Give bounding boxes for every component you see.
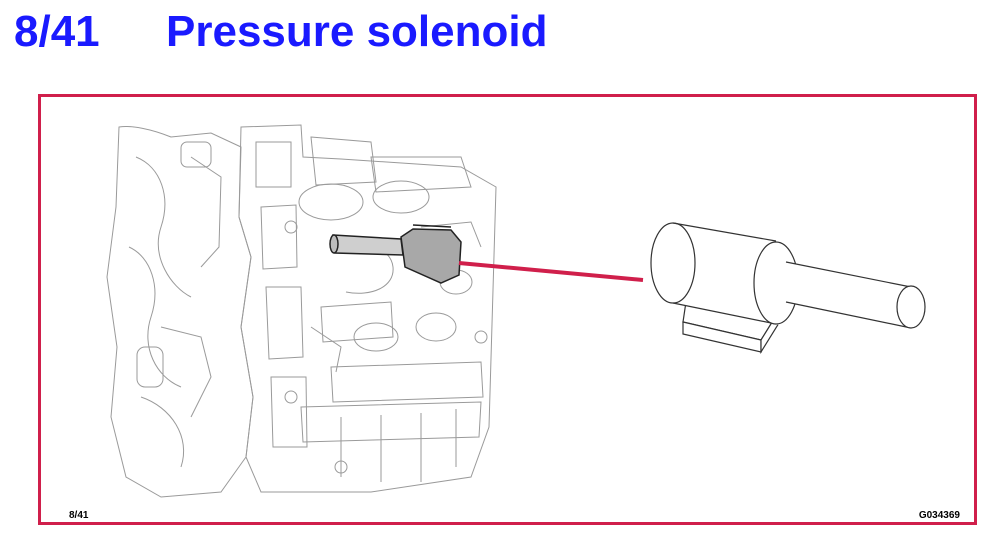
solenoid-detail bbox=[650, 222, 926, 355]
slide-title: Pressure solenoid bbox=[166, 7, 548, 56]
figure-frame: 8/41 G034369 bbox=[38, 94, 977, 525]
valve-body-plate bbox=[238, 124, 497, 493]
solenoid-in-situ bbox=[329, 224, 462, 284]
transmission-illustration bbox=[106, 124, 926, 498]
figure-caption-right: G034369 bbox=[918, 510, 960, 521]
housing-outline bbox=[106, 126, 254, 498]
slide-number: 8/41 bbox=[14, 7, 100, 56]
pointer-line bbox=[458, 261, 644, 282]
figure-caption-left: 8/41 bbox=[69, 510, 89, 521]
